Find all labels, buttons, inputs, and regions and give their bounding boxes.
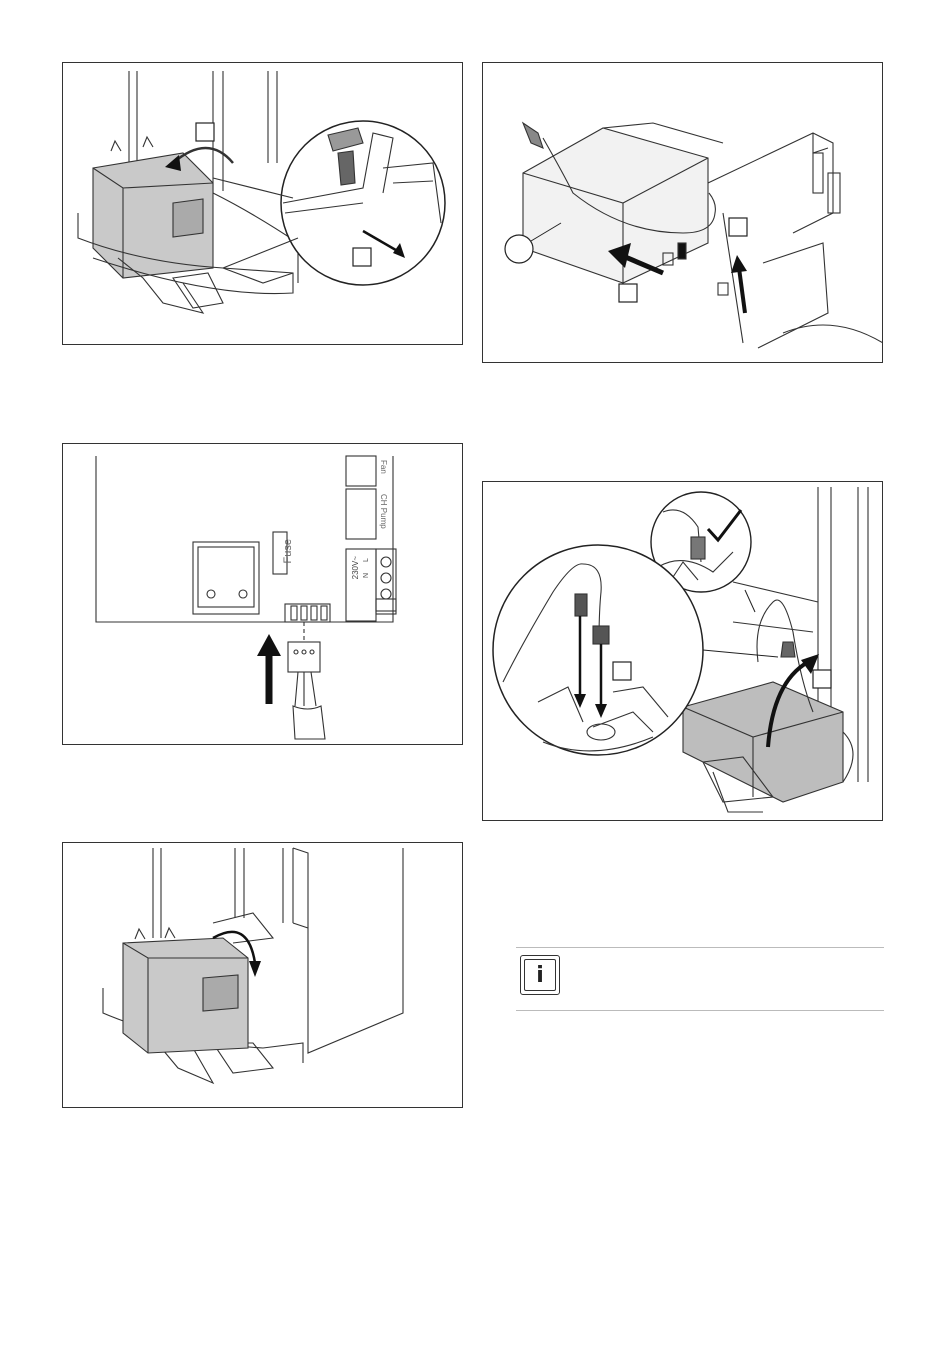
figure-5-drawing	[63, 843, 463, 1108]
ch-pump-label: CH Pump	[379, 494, 388, 529]
figure-5-close-control-box	[62, 842, 463, 1108]
info-icon: i	[520, 955, 560, 995]
fan-label: Fan	[379, 460, 388, 474]
figure-4-connect-cable	[482, 481, 883, 821]
n-terminal-label: N	[363, 573, 370, 578]
figure-1-open-control-box	[62, 62, 463, 345]
figure-2-remove-cover	[482, 62, 883, 363]
figure-3-drawing: Fan CH Pump Fuse 230V~ L N	[63, 444, 463, 745]
figure-4-drawing	[483, 482, 883, 821]
figure-2-drawing	[483, 63, 883, 363]
figure-1-drawing	[63, 63, 463, 345]
info-note: i	[516, 947, 884, 1011]
figure-3-circuit-board: Fan CH Pump Fuse 230V~ L N	[62, 443, 463, 745]
l-terminal-label: L	[363, 558, 370, 562]
info-icon-glyph: i	[524, 959, 556, 991]
voltage-label: 230V~	[351, 556, 360, 580]
fuse-label: Fuse	[282, 539, 294, 563]
